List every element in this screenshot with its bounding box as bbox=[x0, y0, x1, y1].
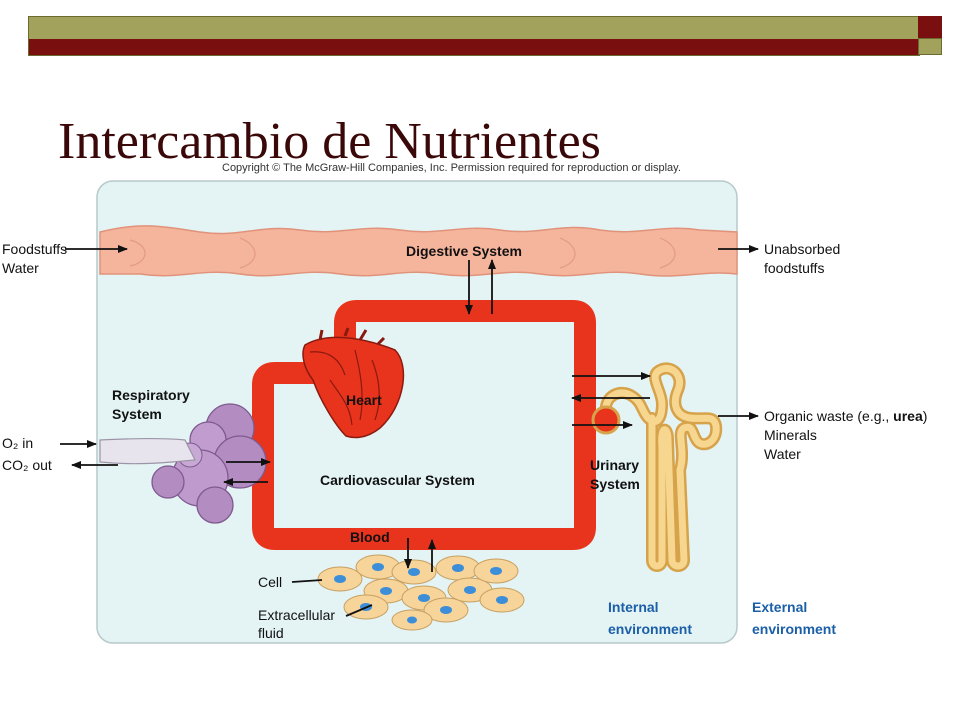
label-o2-in: O₂ in bbox=[2, 435, 33, 451]
label-blood: Blood bbox=[350, 529, 390, 545]
label-co2-out: CO₂ out bbox=[2, 457, 52, 473]
slide-title: Intercambio de Nutrientes bbox=[58, 113, 601, 170]
label-organic-waste: Organic waste (e.g., urea) bbox=[764, 408, 927, 424]
label-cardiovascular-system: Cardiovascular System bbox=[320, 472, 475, 488]
ecf-pointer-line bbox=[345, 604, 373, 617]
corner-decor-square-lower bbox=[918, 38, 942, 55]
label-urinary-1: Urinary bbox=[590, 457, 639, 473]
label-heart: Heart bbox=[346, 392, 382, 408]
trachea bbox=[99, 437, 196, 465]
heart-shape bbox=[302, 336, 405, 439]
label-extracellular-1: Extracellular bbox=[258, 607, 335, 623]
label-water-out: Water bbox=[764, 446, 801, 462]
digestive-tract bbox=[99, 225, 738, 277]
cardiovascular-loop bbox=[252, 300, 596, 550]
cell-pointer-line bbox=[291, 579, 323, 583]
label-unabsorbed-1: Unabsorbed bbox=[764, 241, 840, 257]
label-water-in: Water bbox=[2, 260, 39, 276]
label-unabsorbed-2: foodstuffs bbox=[764, 260, 824, 276]
label-cell: Cell bbox=[258, 574, 282, 590]
label-urinary-2: System bbox=[590, 476, 640, 492]
label-digestive-system: Digestive System bbox=[406, 243, 522, 259]
label-respiratory-2: System bbox=[112, 406, 162, 422]
glomerulus bbox=[591, 405, 621, 435]
label-internal-env-1: Internal bbox=[608, 599, 659, 615]
label-foodstuffs: Foodstuffs bbox=[2, 241, 67, 257]
label-external-env-2: environment bbox=[752, 621, 836, 637]
label-extracellular-2: fluid bbox=[258, 625, 284, 641]
top-decor-olive-band bbox=[29, 17, 919, 39]
label-minerals: Minerals bbox=[764, 427, 817, 443]
label-respiratory-1: Respiratory bbox=[112, 387, 190, 403]
label-external-env-1: External bbox=[752, 599, 807, 615]
top-decor-maroon-band bbox=[29, 39, 919, 55]
corner-decor-square bbox=[918, 16, 942, 38]
lungs-cluster bbox=[151, 403, 267, 524]
copyright-notice: Copyright © The McGraw-Hill Companies, I… bbox=[222, 162, 681, 174]
flow-arrows bbox=[60, 245, 759, 617]
label-internal-env-2: environment bbox=[608, 621, 692, 637]
top-decor-bar bbox=[28, 16, 920, 56]
